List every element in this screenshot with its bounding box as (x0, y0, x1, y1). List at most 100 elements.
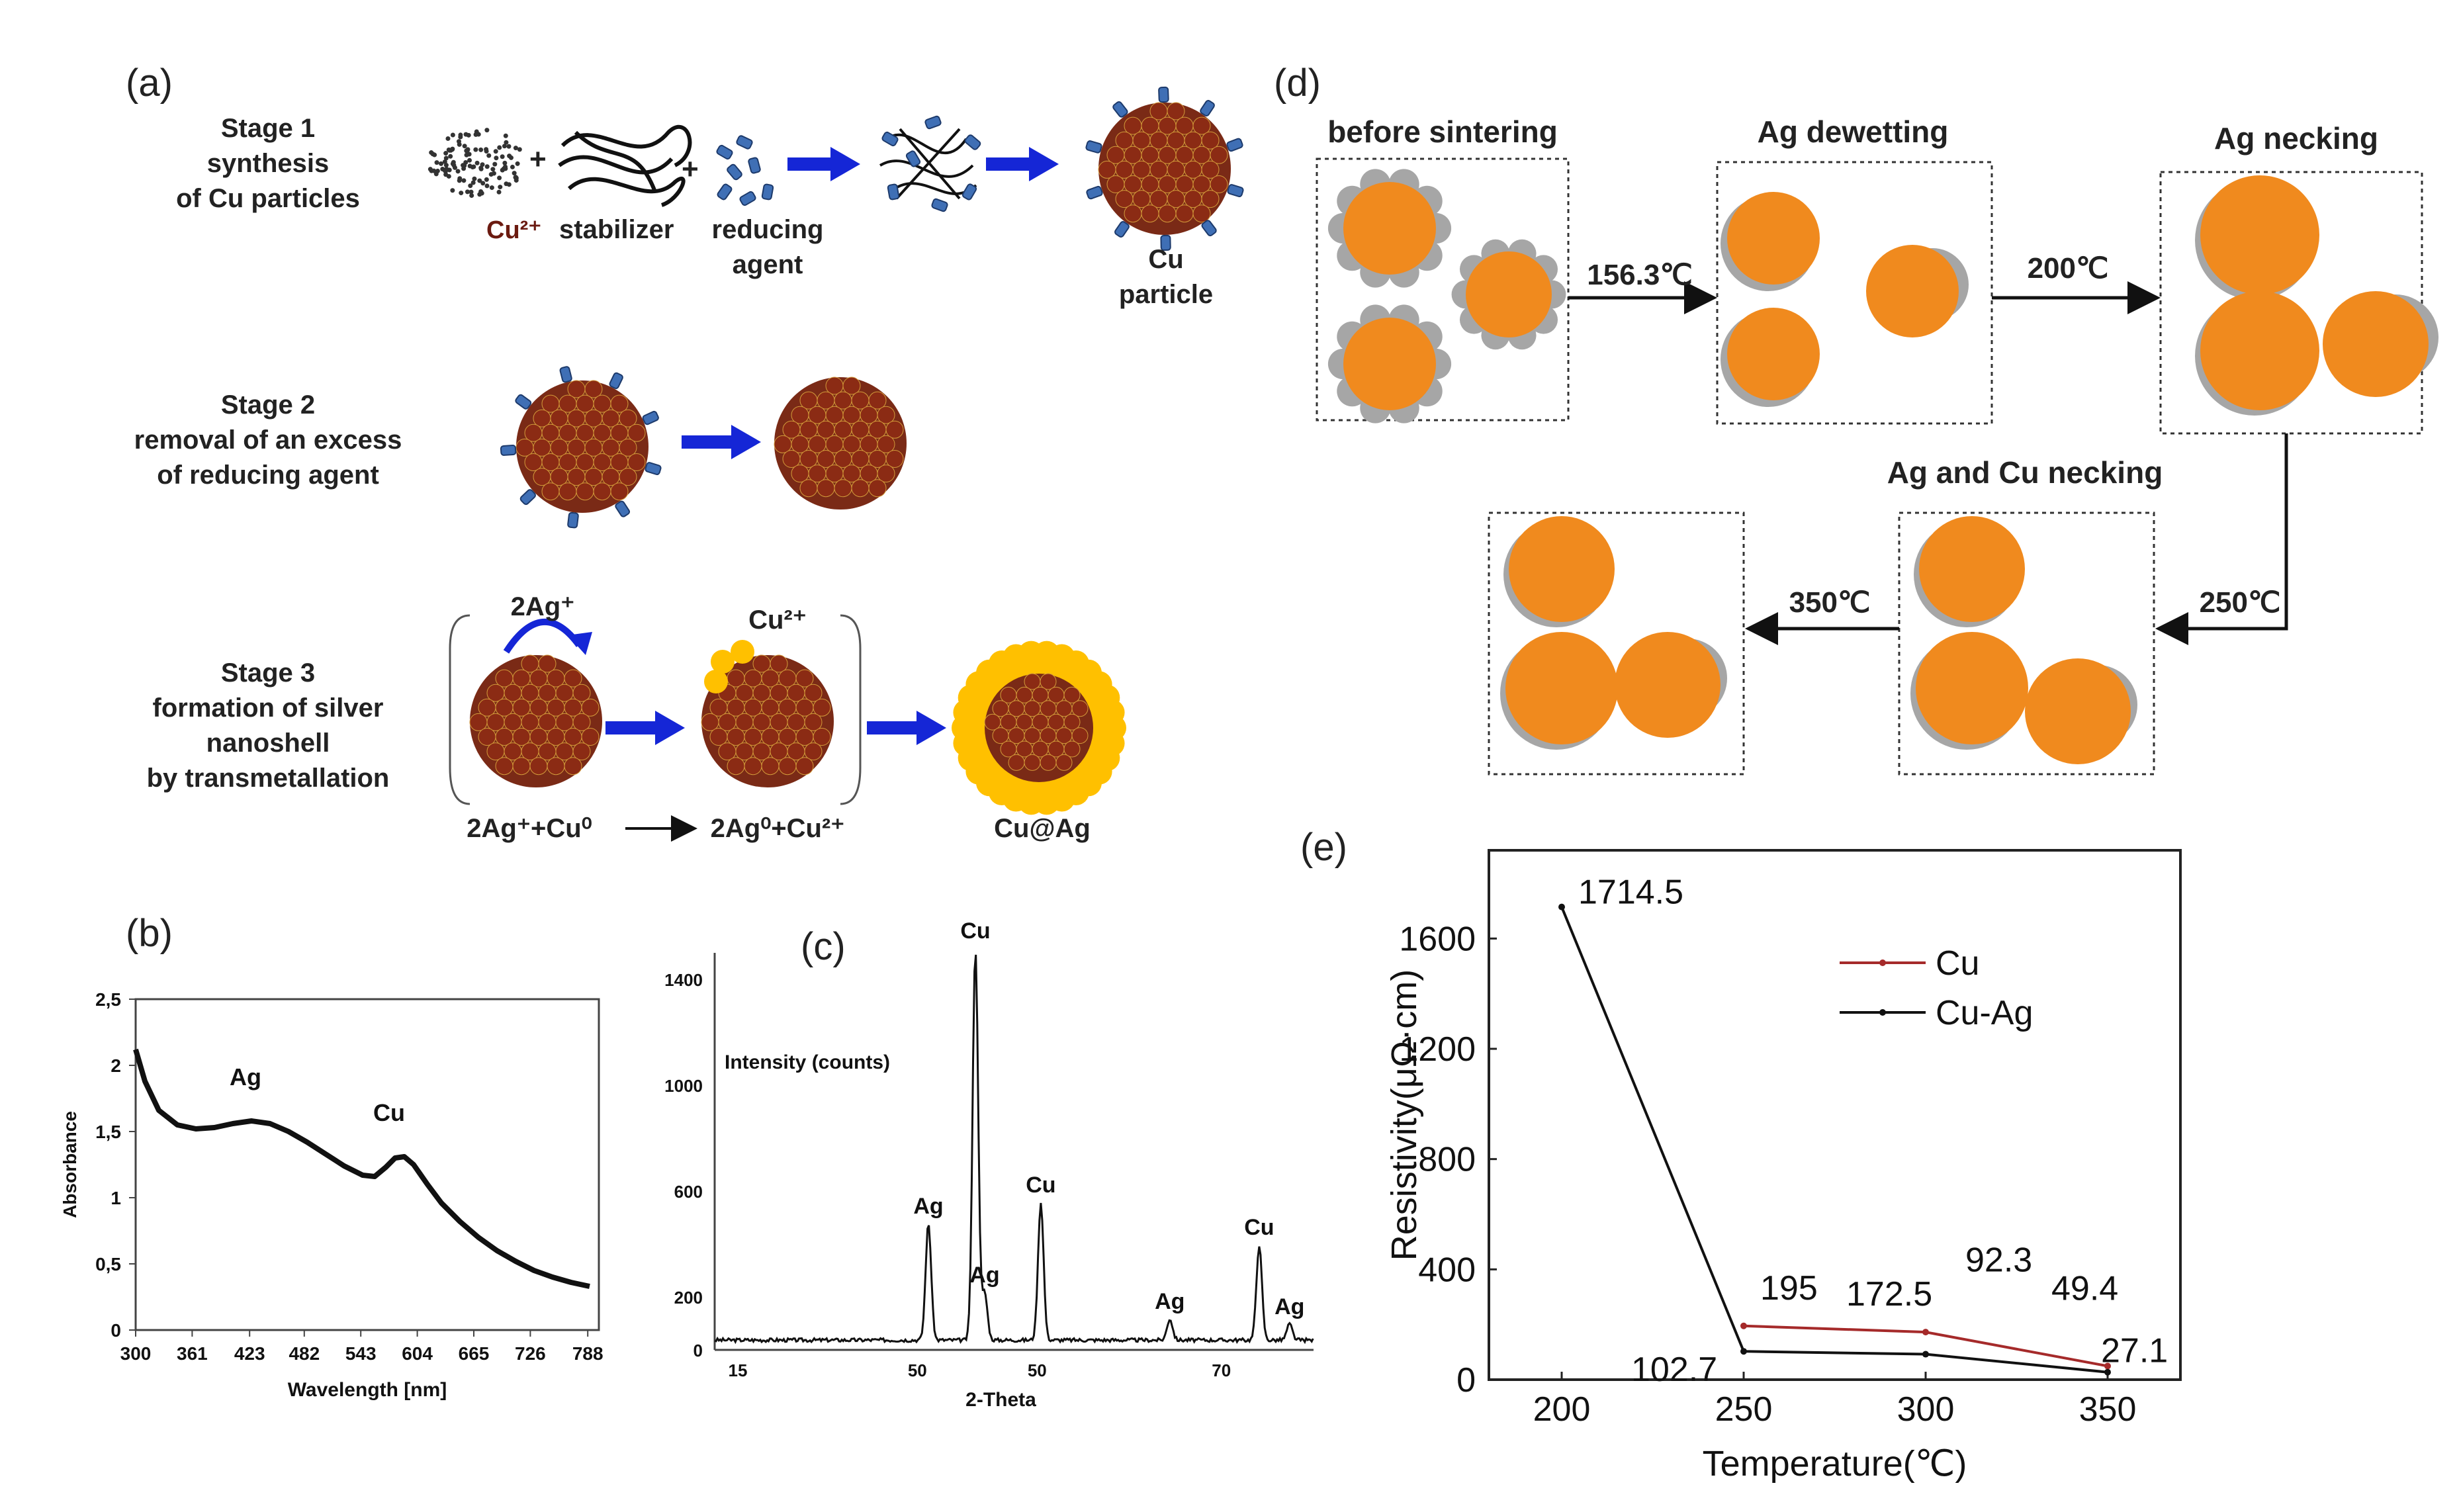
peak-label-cu: Cu (1244, 1215, 1274, 1240)
cu-atom (791, 406, 809, 424)
x-tick-label-c: 50 (908, 1360, 927, 1380)
cu-atom (770, 684, 788, 702)
reducing-agent-molecule (1086, 185, 1103, 200)
cu-ion-dot (448, 154, 453, 159)
cu-atom (752, 742, 771, 761)
legend-marker-cu (1879, 959, 1886, 966)
cu-ion-dot (449, 147, 455, 152)
cu-atom (593, 482, 611, 501)
cu-atom (868, 479, 887, 498)
reducing-agent-molecule (931, 198, 948, 212)
x-tick-label-c: 70 (1212, 1360, 1231, 1380)
blue-arrow-5 (867, 711, 946, 745)
cu-particle (1505, 632, 1618, 744)
cu-ion-dot (474, 160, 480, 165)
cu-atom (486, 713, 505, 731)
cu-ion-dot (427, 167, 433, 172)
cu-atom (495, 669, 514, 688)
x-tick-label-b: 726 (515, 1343, 546, 1364)
cu-ion-dot (429, 150, 434, 156)
cu-atom (808, 435, 827, 453)
reducing-agent-molecule (1200, 99, 1215, 116)
reducing-agent-molecule (559, 366, 572, 383)
cu-particle-with-reducer (1085, 86, 1244, 251)
stage3-line3: by transmetallation (147, 764, 390, 793)
cu-atom (1008, 754, 1025, 771)
y-tick-label-b: 0,5 (95, 1254, 121, 1274)
cu-atom (547, 728, 565, 746)
cu-atom (842, 377, 861, 395)
reducing-agent-label-2: agent (733, 250, 803, 279)
cu-particle (2200, 291, 2319, 410)
cu-atom (564, 698, 582, 717)
y-tick-label-b: 1 (111, 1188, 121, 1208)
cu-ion-dot (439, 161, 444, 166)
ag-atom (711, 650, 735, 674)
reducing-agent-molecule (961, 183, 977, 200)
cu-ion-dot (467, 157, 472, 163)
cu-ion-dot (480, 162, 485, 167)
cu-atom (804, 742, 823, 761)
cu-ion-dot (458, 132, 463, 138)
cu-atom (817, 479, 835, 498)
cu-ion-dot (493, 149, 498, 154)
cu-atom (744, 669, 762, 688)
mixture-dots (881, 115, 981, 212)
state-box-ag-cu-necking (1898, 511, 2155, 776)
cu-atom (808, 406, 827, 424)
cu-ion-dot (440, 167, 445, 172)
cu-atom (877, 465, 895, 483)
cu-atom (709, 698, 728, 717)
cu-atom (1201, 190, 1220, 208)
cu-atom (564, 757, 582, 776)
reaction-right: 2Ag⁰+Cu²⁺ (711, 814, 845, 843)
cu-ion-dot (450, 132, 455, 138)
cu-atom (799, 479, 818, 498)
reducing-agent-molecule (1085, 140, 1102, 154)
cu-atom (860, 406, 878, 424)
cu-atom (761, 757, 780, 776)
cu-ion-dot (492, 161, 498, 167)
cu-atom (770, 654, 788, 673)
cu-atom (1132, 131, 1151, 150)
cu-atom (486, 742, 505, 761)
peak-label-ag: Ag (913, 1194, 943, 1219)
cu-atom (512, 698, 531, 717)
cu-ion-dot (504, 140, 509, 145)
cu-atom (1098, 160, 1116, 179)
x-tick-label-b: 788 (572, 1343, 604, 1364)
x-tick-label-b: 482 (289, 1343, 320, 1364)
blue-arrow-1 (787, 147, 860, 181)
y-tick-label-e: 1200 (1399, 1030, 1476, 1069)
x-tick-label-b: 300 (120, 1343, 152, 1364)
cu-atom (718, 742, 737, 761)
cu-atom (584, 409, 603, 427)
cu-ion-dot (457, 178, 462, 183)
panel-label-c: (c) (801, 925, 846, 968)
reducing-agent-molecule (736, 135, 753, 150)
bracket-right (840, 614, 862, 805)
cu-atom (868, 391, 887, 410)
cu-atom (868, 450, 887, 468)
cu-ion-dot (434, 160, 439, 165)
reducing-agent-molecule (924, 115, 942, 130)
cu-atom (1210, 146, 1228, 164)
cu-atom (547, 698, 565, 717)
cu-atom (1132, 160, 1151, 179)
reducing-agent-molecule (887, 183, 900, 200)
cu-particle-with-reducer-stage2 (500, 366, 662, 529)
cu-ion-dot (503, 133, 508, 138)
cu-particle (1919, 516, 2025, 622)
cu-atom (602, 468, 620, 486)
plot-frame-e (1488, 849, 2182, 1381)
cu-atom (1032, 686, 1049, 703)
cu-ion-dot (446, 147, 451, 152)
cu-atom (799, 420, 818, 439)
y-tick-label-e: 800 (1418, 1141, 1476, 1179)
cu-atom (627, 453, 646, 471)
cu-ion-dot (513, 175, 518, 180)
cu-atom (610, 394, 629, 413)
data-label: 27.1 (2101, 1332, 2168, 1370)
cu-atom (547, 757, 565, 776)
cu-ion-dot (464, 152, 469, 157)
